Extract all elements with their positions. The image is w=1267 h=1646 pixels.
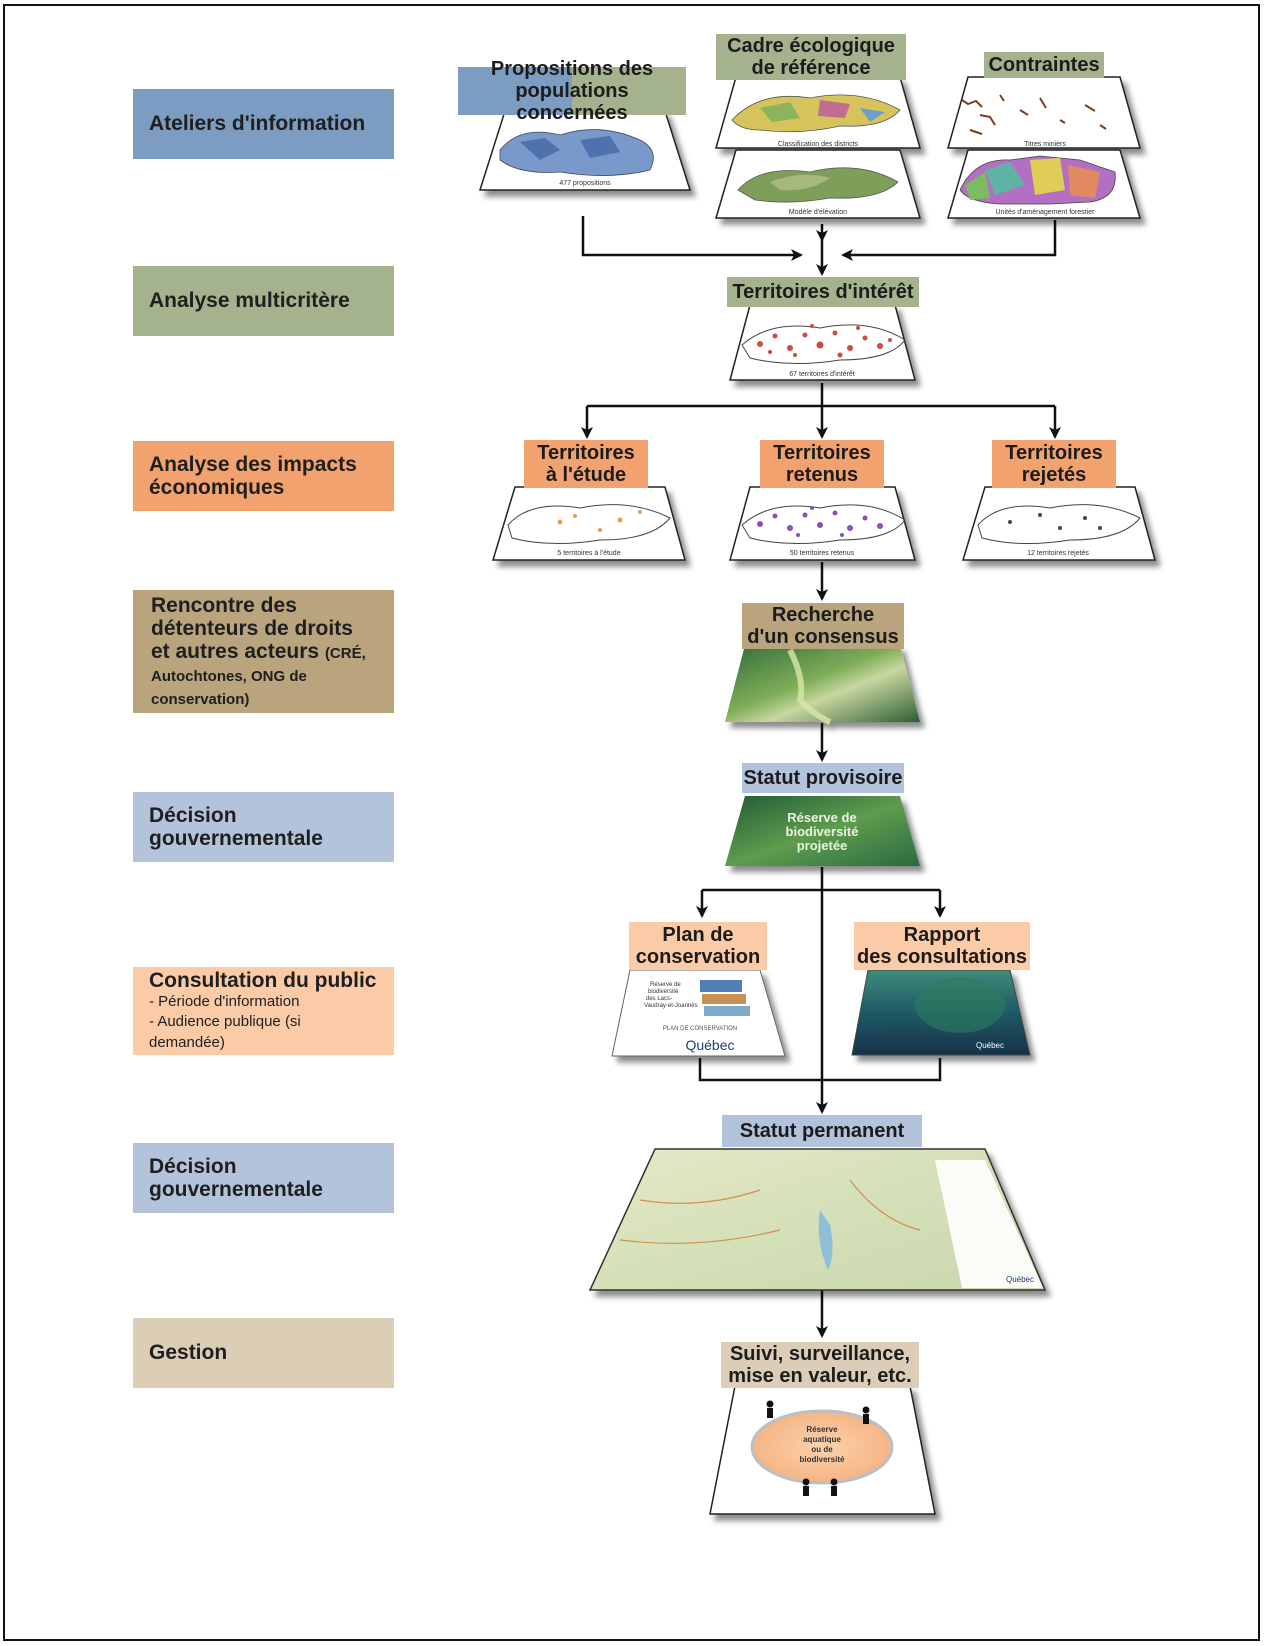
provisoire-image-text-1: Réserve de: [787, 810, 856, 825]
plan-doc-title-4: Vaudray-et-Joannès: [644, 1003, 698, 1009]
suivi-center-1: Réserve: [806, 1425, 838, 1434]
rejetes-label: Territoires rejetés: [992, 440, 1116, 488]
consensus-label: Recherche d'un consensus: [742, 603, 904, 649]
propositions-map: [478, 110, 692, 191]
propositions-label: Propositions des populations concernées: [458, 58, 686, 124]
rejetes-map: [961, 486, 1156, 561]
stage-decision-1: Décision gouvernementale: [133, 792, 394, 862]
stage-ateliers: Ateliers d'information: [133, 89, 394, 159]
rejetes-label-line2: rejetés: [1021, 464, 1087, 486]
stage-analyse-multicritere-label: Analyse multicritère: [149, 289, 350, 313]
cadre-caption-1: Classification des districts: [778, 141, 859, 148]
interet-caption: 67 territoires d'intérêt: [789, 371, 855, 378]
people-icons: [766, 1400, 870, 1496]
rapport-label-line2: des consultations: [856, 946, 1028, 968]
permanent-label: Statut permanent: [722, 1115, 922, 1147]
plan-label-line1: Plan de: [662, 924, 734, 946]
stage-decision-2-label: Décision gouvernementale: [149, 1154, 323, 1201]
stage-consultation: Consultation du public - Période d'infor…: [133, 967, 394, 1055]
suivi-label-line1: Suivi, surveillance,: [729, 1343, 911, 1365]
figure-frame: [3, 4, 1260, 1641]
stage-rencontre-detail: (CRÉ, Autochtones, ONG de conservation): [151, 644, 366, 709]
etude-label-line1: Territoires: [537, 442, 635, 464]
contraintes-map-1: [947, 76, 1141, 149]
rapport-quebec-brand: Québec: [976, 1041, 1004, 1050]
rejetes-label-line1: Territoires: [1005, 442, 1103, 464]
cadre-label-line2: de référence: [751, 57, 871, 79]
suivi-center-2: aquatique: [803, 1435, 841, 1444]
etude-label: Territoires à l'étude: [524, 440, 648, 488]
interet-label-text: Territoires d'intérêt: [732, 281, 914, 303]
suivi-label-line2: mise en valeur, etc.: [728, 1365, 912, 1387]
stage-consultation-sub-2: - Audience publique (si demandée): [149, 1013, 301, 1051]
stage-gestion-label: Gestion: [149, 1341, 228, 1365]
connectors: [581, 216, 1061, 1338]
retenus-label: Territoires retenus: [760, 440, 884, 488]
permanent-quebec-brand: Québec: [1006, 1275, 1034, 1284]
retenus-label-line1: Territoires: [773, 442, 871, 464]
cadre-label-line1: Cadre écologique: [727, 35, 895, 57]
suivi-diagram: [709, 1385, 936, 1515]
stage-analyse-multicritere: Analyse multicritère: [133, 266, 394, 336]
consensus-label-line2: d'un consensus: [747, 626, 899, 648]
retenus-caption: 50 territoires retenus: [790, 550, 855, 557]
provisoire-label-text: Statut provisoire: [743, 767, 903, 789]
propositions-caption: 477 propositions: [559, 180, 611, 187]
consensus-image: [725, 645, 920, 725]
cadre-map-2: [714, 149, 922, 219]
suivi-center-4: biodiversité: [800, 1455, 845, 1464]
rejetes-caption: 12 territoires rejetés: [1027, 550, 1089, 557]
stage-rencontre-label: Rencontre des détenteurs de droits et au…: [151, 594, 376, 709]
propositions-label-line2: populations concernées: [515, 80, 629, 124]
rapport-label-line1: Rapport: [903, 924, 981, 946]
stage-gestion: Gestion: [133, 1318, 394, 1388]
plan-doc-title-1: Réserve de: [650, 982, 681, 988]
provisoire-image-text-3: projetée: [797, 838, 848, 853]
provisoire-image: [725, 796, 920, 866]
stage-impacts-economiques: Analyse des impacts économiques: [133, 441, 394, 511]
plan-label-line2: conservation: [635, 946, 761, 968]
plan-document: [611, 969, 786, 1057]
stage-ateliers-label: Ateliers d'information: [149, 112, 366, 136]
interet-label: Territoires d'intérêt: [727, 277, 919, 307]
contraintes-caption-2: Unités d'aménagement forestier: [996, 209, 1096, 216]
provisoire-image-text-2: biodiversité: [786, 824, 859, 839]
contraintes-caption-1: Titres miniers: [1024, 141, 1066, 148]
contraintes-map-2: [946, 149, 1142, 219]
consensus-label-line1: Recherche: [771, 604, 875, 626]
provisoire-label: Statut provisoire: [742, 763, 904, 793]
stage-consultation-label: Consultation du public: [149, 969, 377, 993]
stage-rencontre-main: Rencontre des détenteurs de droits et au…: [151, 593, 353, 663]
etude-label-line2: à l'étude: [545, 464, 627, 486]
cadre-caption-2: Modèle d'élévation: [789, 209, 847, 216]
retenus-map: [729, 486, 916, 561]
suivi-center-3: ou de: [811, 1445, 833, 1454]
plan-doc-title-2: biodiversité: [648, 989, 679, 995]
contraintes-label-text: Contraintes: [988, 54, 1100, 76]
interet-map: [729, 304, 916, 381]
permanent-map: [588, 1148, 1047, 1291]
cadre-map-1: [715, 76, 921, 149]
propositions-label-line1: Propositions des: [490, 58, 654, 80]
stage-decision-2: Décision gouvernementale: [133, 1143, 394, 1213]
plan-doc-footer: PLAN DE CONSERVATION: [663, 1026, 737, 1032]
permanent-label-text: Statut permanent: [739, 1120, 905, 1142]
stage-consultation-sub-1: - Période d'information: [149, 993, 300, 1011]
stage-impacts-label: Analyse des impacts économiques: [149, 452, 357, 499]
plan-quebec-brand: Québec: [685, 1037, 734, 1053]
cadre-label: Cadre écologique de référence: [716, 34, 906, 80]
suivi-label: Suivi, surveillance, mise en valeur, etc…: [721, 1342, 919, 1388]
etude-map: [491, 486, 686, 561]
stage-rencontre: Rencontre des détenteurs de droits et au…: [133, 590, 394, 713]
retenus-label-line2: retenus: [785, 464, 859, 486]
plan-label: Plan de conservation: [629, 922, 767, 970]
contraintes-label: Contraintes: [984, 52, 1104, 78]
etude-caption: 5 territoires à l'étude: [557, 550, 620, 557]
stage-decision-1-label: Décision gouvernementale: [149, 803, 323, 850]
rapport-label: Rapport des consultations: [854, 922, 1030, 970]
plan-doc-title-3: des Lacs-: [646, 996, 672, 1002]
rapport-document: [851, 969, 1031, 1056]
